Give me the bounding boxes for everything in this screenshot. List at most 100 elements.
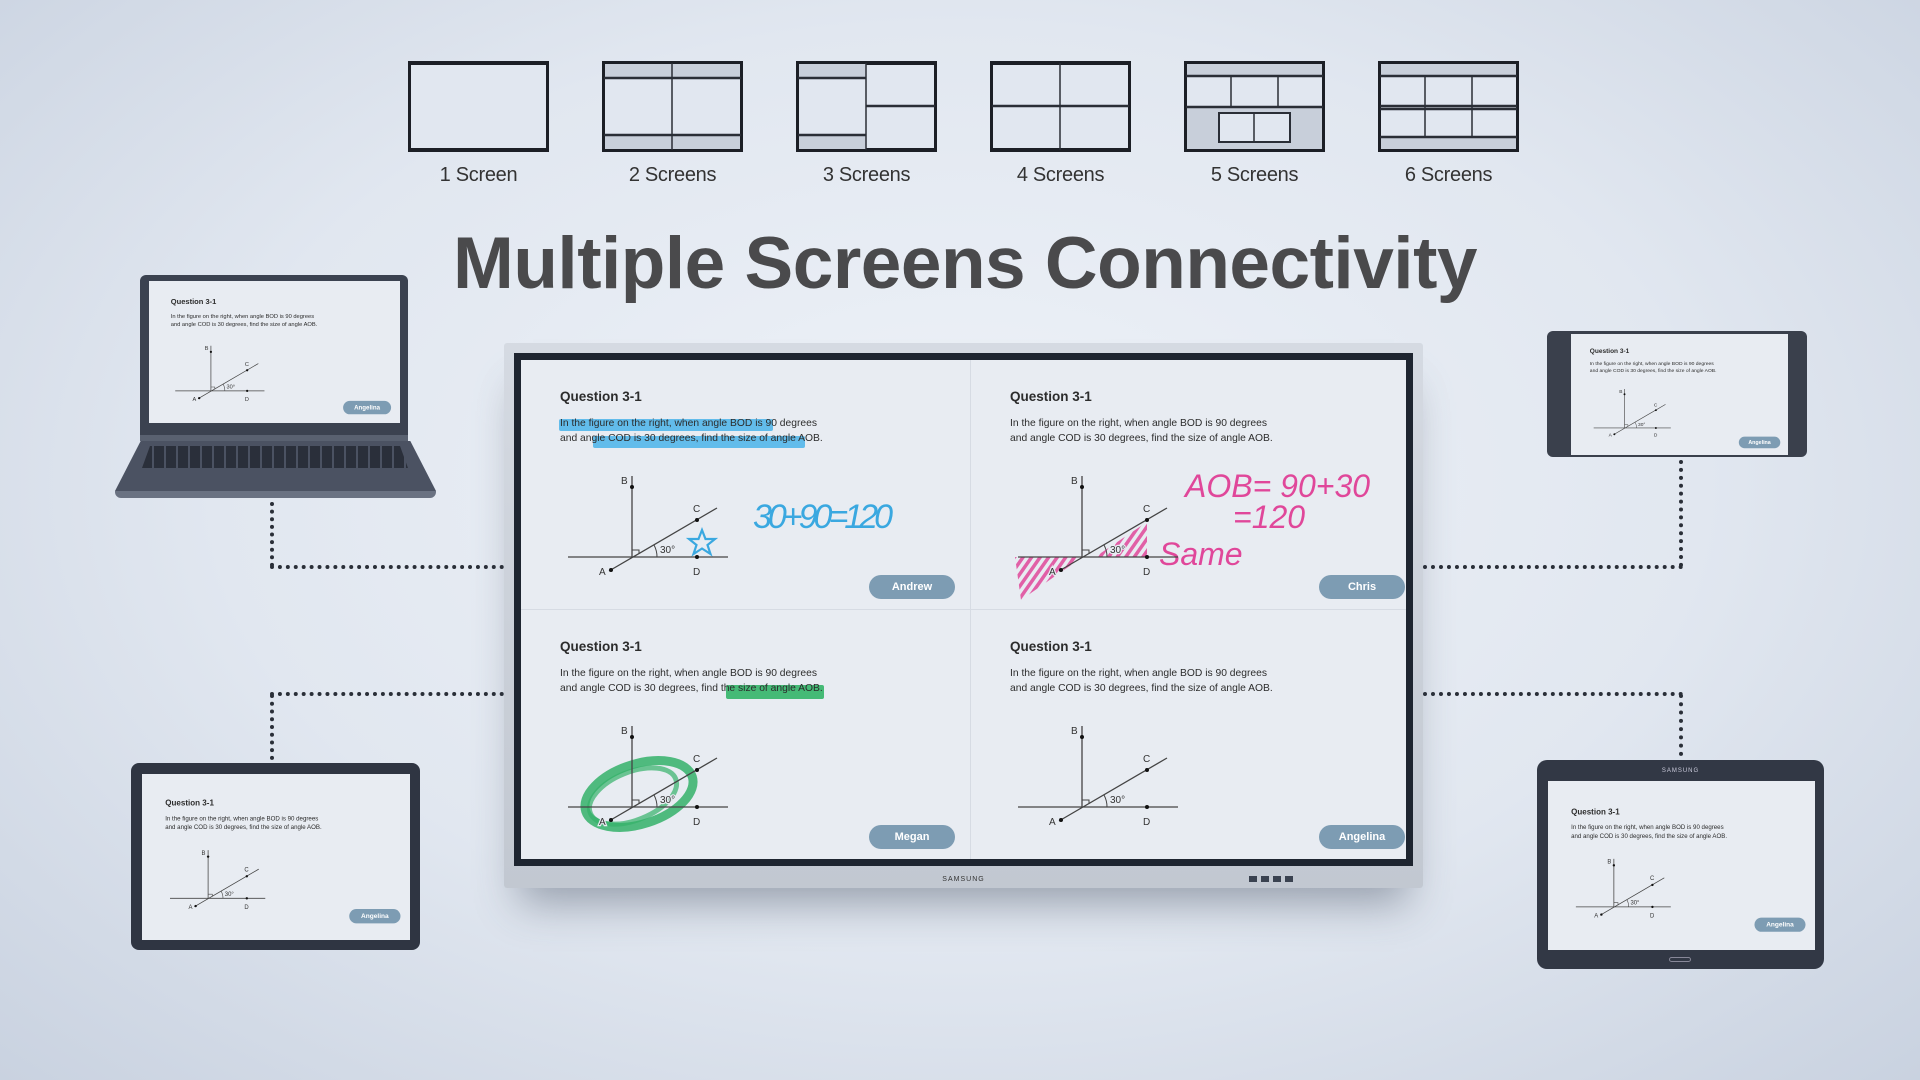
geometry-diagram	[169, 849, 266, 907]
connector-line	[270, 694, 274, 760]
point-label: B	[1071, 476, 1078, 487]
question-text: and angle COD is 30 degrees, find the si…	[1571, 832, 1728, 840]
student-name-button[interactable]: Angelina	[1754, 917, 1806, 932]
diagram-canvas: AOB= 90+30 =120 Same B C D A 30°	[1015, 468, 1370, 600]
question-text: and angle COD is 30 degrees, find the si…	[1010, 433, 1273, 444]
diagram-canvas: B C D A 30°	[1593, 388, 1671, 439]
connector-line	[270, 502, 274, 567]
point-label: B	[621, 726, 628, 737]
layout-1-icon	[408, 61, 549, 152]
point-label: C	[1654, 402, 1658, 408]
point-label: C	[245, 361, 249, 367]
point-label: D	[244, 905, 248, 911]
device-screen: Question 3-1 In the figure on the right,…	[1571, 334, 1788, 455]
student-name-button[interactable]: Andrew	[869, 575, 955, 599]
layout-label: 2 Screens	[628, 164, 717, 186]
blue-highlight	[559, 419, 773, 431]
layout-option-1[interactable]: 1 Screen	[408, 61, 549, 187]
angle-label: 30°	[1110, 795, 1125, 806]
angle-label: 30°	[227, 384, 235, 390]
angle-label: 30°	[660, 795, 675, 806]
question-text: In the figure on the right, when angle B…	[1010, 418, 1268, 429]
connector-line	[1423, 692, 1683, 696]
home-button[interactable]	[1669, 957, 1691, 962]
layout-6-icon	[1378, 61, 1519, 152]
student-name-button[interactable]: Chris	[1319, 575, 1405, 599]
green-highlight	[726, 685, 824, 699]
question-title: Question 3-1	[1571, 806, 1620, 816]
question-text: In the figure on the right, when angle B…	[1571, 823, 1724, 831]
point-label: D	[1650, 913, 1654, 919]
diagram-canvas: B C D A 30°	[175, 345, 265, 403]
student-name-button[interactable]: Angelina	[1738, 436, 1781, 449]
display-screen: Question 3-1 In the figure on the right,…	[514, 353, 1413, 866]
angle-label: 30°	[660, 545, 675, 556]
layout-label: 6 Screens	[1404, 164, 1493, 186]
question-text: In the figure on the right, when angle B…	[560, 668, 818, 679]
question-text: and angle COD is 30 degrees, find the si…	[165, 824, 322, 831]
question-card: Question 3-1 In the figure on the right,…	[971, 360, 1406, 616]
layout-option-6[interactable]: 6 Screens	[1378, 61, 1519, 187]
question-card: Question 3-1 In the figure on the right,…	[1571, 334, 1788, 455]
point-label: A	[188, 905, 192, 911]
question-text: In the figure on the right, when angle B…	[1010, 668, 1268, 679]
connector-line	[1423, 565, 1683, 569]
display-control-buttons[interactable]	[1249, 876, 1293, 882]
question-text: and angle COD is 30 degrees, find the si…	[560, 683, 823, 694]
angle-label: 30°	[1638, 422, 1645, 428]
point-label: B	[621, 476, 628, 487]
point-label: C	[1143, 754, 1150, 765]
point-label: C	[693, 754, 700, 765]
point-label: D	[693, 817, 700, 828]
layout-2-icon	[602, 61, 743, 152]
diagram-canvas: 30+90=120 B C D A 30°	[568, 475, 893, 579]
layout-label: 4 Screens	[1016, 164, 1105, 186]
angle-label: 30°	[1110, 545, 1125, 556]
star-drawing	[685, 526, 719, 557]
student-name-button[interactable]: Angelina	[343, 400, 392, 414]
handwritten-note: Same	[1159, 536, 1243, 572]
student-name-button[interactable]: Megan	[869, 825, 955, 849]
point-label: D	[245, 397, 249, 403]
layout-option-5[interactable]: 5 Screens	[1184, 61, 1325, 187]
brand-logo: SAMSUNG	[942, 876, 985, 883]
device-screen: Question 3-1 In the figure on the right,…	[149, 281, 400, 423]
question-title: Question 3-1	[1589, 346, 1630, 354]
blue-highlight	[593, 436, 805, 448]
connector-line	[1679, 694, 1683, 756]
layout-option-3[interactable]: 3 Screens	[796, 61, 937, 187]
diagram-canvas: B C D A 30°	[1018, 725, 1178, 829]
question-text: In the figure on the right, when angle B…	[560, 418, 818, 429]
angle-label: 30°	[1630, 900, 1640, 906]
student-name-button[interactable]: Angelina	[1319, 825, 1405, 849]
question-text: In the figure on the right, when angle B…	[170, 312, 315, 320]
question-card: Question 3-1 In the figure on the right,…	[1548, 790, 1815, 942]
geometry-diagram	[568, 726, 728, 822]
question-card: Question 3-1 In the figure on the right,…	[142, 781, 410, 933]
handwritten-note: 30+90=120	[753, 498, 893, 536]
layout-option-2[interactable]: 2 Screens	[602, 61, 743, 187]
pink-hatching	[1095, 518, 1147, 557]
angle-label: 30°	[225, 892, 235, 898]
diagram-canvas: B C D A 30°	[169, 849, 266, 912]
point-label: A	[599, 567, 606, 578]
split-divider	[521, 609, 1406, 610]
question-card: Question 3-1 In the figure on the right,…	[971, 610, 1406, 859]
question-title: Question 3-1	[1010, 389, 1092, 404]
layout-label: 1 Screen	[439, 164, 518, 186]
page-title: Multiple Screens Connectivity	[453, 223, 1477, 304]
point-label: A	[1609, 432, 1613, 438]
handwritten-note: =120	[1233, 499, 1305, 535]
layout-4-icon	[990, 61, 1131, 152]
question-text: and angle COD is 30 degrees, find the si…	[170, 321, 318, 328]
question-title: Question 3-1	[1010, 639, 1092, 654]
layout-option-4[interactable]: 4 Screens	[990, 61, 1131, 187]
point-label: B	[1619, 389, 1622, 395]
question-text: In the figure on the right, when angle B…	[1589, 360, 1714, 367]
green-circle-drawing	[580, 756, 698, 832]
student-name-button[interactable]: Angelina	[349, 908, 401, 924]
diagram-canvas: B C D A 30°	[1575, 858, 1671, 920]
point-label: B	[1607, 859, 1611, 865]
point-label: B	[202, 851, 206, 857]
layout-label: 5 Screens	[1210, 164, 1299, 186]
